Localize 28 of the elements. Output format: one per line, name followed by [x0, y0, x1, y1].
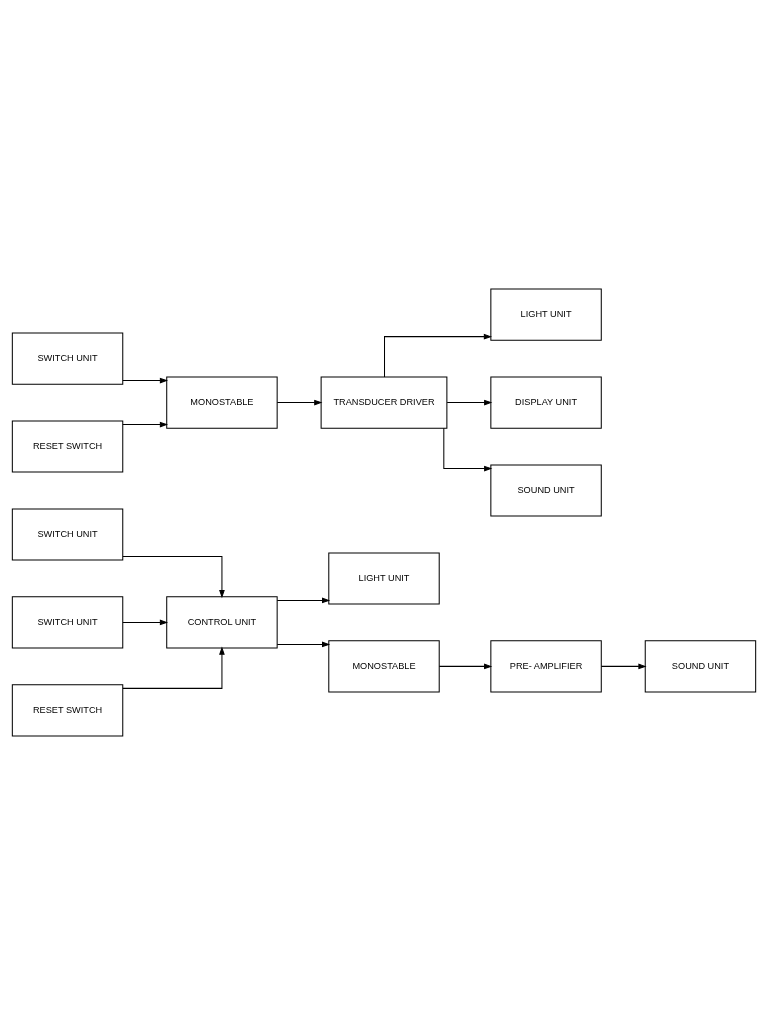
node-box: SWITCH UNIT	[11, 595, 124, 648]
node-box: RESET SWITCH	[11, 683, 124, 736]
arrow	[122, 555, 225, 598]
arrow	[443, 427, 493, 471]
arrow	[122, 377, 169, 383]
arrow	[122, 421, 169, 427]
node-box: LIGHT UNIT	[328, 551, 440, 604]
node-box: SWITCH UNIT	[11, 507, 124, 561]
node-box: RESET SWITCH	[11, 420, 124, 473]
node-box: TRANSDUCER DRIVER	[320, 376, 448, 429]
node-box: MONOSTABLE	[328, 639, 440, 692]
node-box: PRE- AMPLIFIER	[490, 639, 602, 692]
arrow	[600, 663, 647, 669]
arrow	[446, 399, 493, 405]
arrow	[276, 597, 331, 603]
arrow	[122, 646, 225, 689]
arrow	[438, 663, 493, 669]
arrow	[122, 619, 169, 625]
node-box: MONOSTABLE	[166, 376, 278, 429]
node-box: CONTROL UNIT	[166, 595, 278, 648]
node-box: SWITCH UNIT	[11, 332, 124, 385]
node-box: DISPLAY UNIT	[490, 376, 602, 429]
arrow	[276, 399, 323, 405]
arrow	[384, 333, 492, 377]
node-box: LIGHT UNIT	[490, 288, 602, 341]
node-box: SOUND UNIT	[644, 639, 757, 692]
node-box: SOUND UNIT	[490, 463, 602, 517]
arrow	[276, 641, 331, 647]
